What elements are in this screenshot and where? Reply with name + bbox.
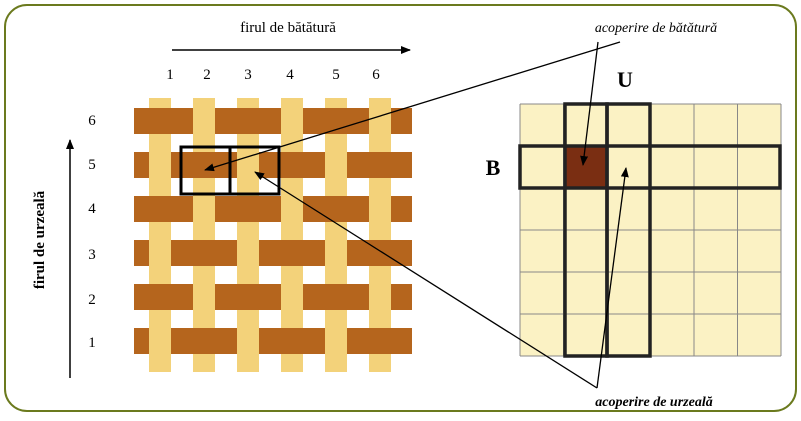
highlighted-cell [563,146,607,188]
warp-float [281,108,303,134]
warp-float [193,108,215,134]
warp-column-box-2 [605,102,652,358]
column-number-1: 1 [166,67,174,83]
column-number-5: 5 [332,67,340,83]
row-number-3: 3 [88,247,96,263]
weft-thread-5 [134,152,412,178]
pointer-line-warp-1 [254,171,598,389]
row-number-2: 2 [88,292,96,308]
warp-float [369,196,391,222]
column-number-4: 4 [286,67,294,83]
weft-row-box [518,144,782,190]
warp-float [193,196,215,222]
warp-float [149,152,171,178]
warp-axis-label: firul de urzeală [32,190,48,289]
warp-float [325,240,347,266]
weft-thread-2 [134,284,412,310]
weft-thread-1 [134,328,412,354]
warp-float [325,152,347,178]
row-number-1: 1 [88,335,96,351]
warp-float [369,284,391,310]
weft-cover-annotation: acoperire de bătătură [595,21,717,36]
row-number-6: 6 [88,113,96,129]
column-number-6: 6 [372,67,380,83]
warp-float [237,328,259,354]
warp-cover-annotation: acoperire de urzeală [595,395,712,410]
column-number-2: 2 [203,67,211,83]
warp-float [237,240,259,266]
warp-cover-box [228,145,281,196]
warp-float [193,284,215,310]
pointer-line-weft-2 [580,41,599,166]
warp-float [281,284,303,310]
row-numbers: 6 5 4 3 2 1 [88,113,96,351]
warp-float [149,328,171,354]
warp-float [237,152,259,178]
row-number-4: 4 [88,201,96,217]
pointer-line-warp-2 [596,167,629,389]
pointer-line-weft-1 [204,41,621,172]
grid-label-u: U [617,67,633,92]
weft-thread-3 [134,240,412,266]
weft-axis-label: firul de bătătură [240,20,336,36]
grid-label-b: B [486,155,501,180]
warp-float [325,328,347,354]
warp-float [369,108,391,134]
column-number-3: 3 [244,67,252,83]
row-number-5: 5 [88,157,96,173]
warp-float [281,196,303,222]
column-numbers: 1 2 3 4 5 6 [166,67,380,83]
weft-thread-4 [134,196,412,222]
warp-float [149,240,171,266]
